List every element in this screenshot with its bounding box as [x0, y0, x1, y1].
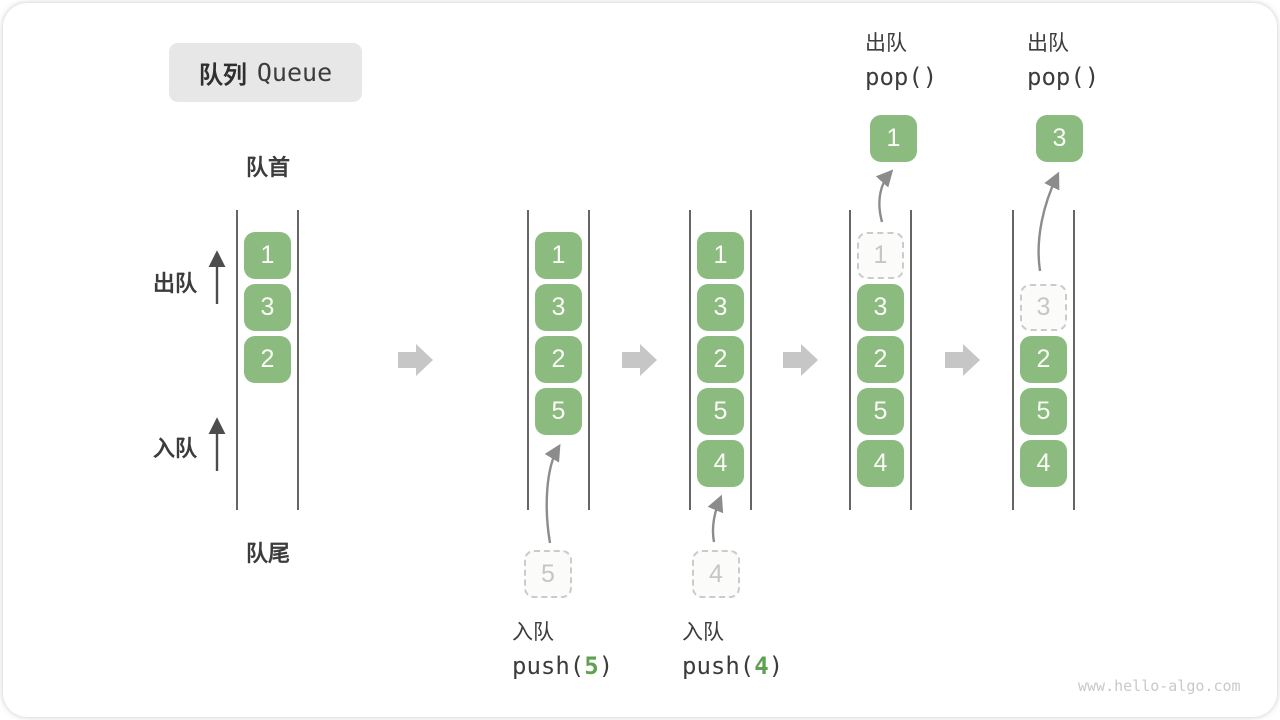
op-code: push(5) — [512, 652, 614, 680]
watermark: www.hello-algo.com — [1078, 677, 1241, 695]
queue-box: 4 — [1020, 440, 1067, 487]
label-enqueue: 入队 — [152, 436, 197, 461]
op-action: 入队 — [512, 621, 554, 644]
queue-box: 5 — [697, 388, 744, 435]
op-label-enqueue: 入队 push(5) — [512, 620, 613, 680]
flow-arrow-icons — [544, 169, 1060, 544]
pop-arrow-icon — [1037, 171, 1060, 272]
pop-arrow-icon — [875, 169, 894, 223]
queue-box: 2 — [697, 336, 744, 383]
push-arrow-icon — [707, 494, 724, 543]
push-arrow-icon — [544, 443, 561, 544]
op-arg: 5 — [584, 652, 599, 680]
title-en: Queue — [256, 58, 333, 87]
queue-box-dashed: 1 — [857, 232, 904, 279]
op-code: pop() — [1027, 63, 1100, 91]
queue-box: 1 — [244, 232, 291, 279]
pending-box: 4 — [692, 550, 740, 598]
queue-box: 5 — [1020, 388, 1067, 435]
label-queue-front: 队首 — [245, 155, 290, 180]
queue-box: 3 — [535, 284, 582, 331]
queue-wall-lines — [236, 210, 1075, 510]
popped-box: 3 — [1036, 115, 1083, 162]
op-code: pop() — [865, 63, 938, 91]
queue-box-dashed: 3 — [1020, 284, 1067, 331]
op-action: 出队 — [1027, 32, 1069, 55]
pending-box: 5 — [524, 550, 572, 598]
queue-box: 3 — [244, 284, 291, 331]
block-arrow-icon — [945, 344, 980, 376]
queue-box: 1 — [535, 232, 582, 279]
block-arrow-icon — [622, 344, 657, 376]
op-label-dequeue: 出队 pop() — [865, 31, 937, 91]
queue-box: 2 — [857, 336, 904, 383]
title-zh: 队列 — [198, 62, 247, 89]
op-label-enqueue: 入队 push(4) — [682, 620, 783, 680]
queue-box: 3 — [857, 284, 904, 331]
block-arrow-icon — [783, 344, 818, 376]
queue-box: 4 — [697, 440, 744, 487]
op-action: 出队 — [865, 32, 907, 55]
op-code: push(4) — [682, 652, 784, 680]
op-label-dequeue: 出队 pop() — [1027, 31, 1099, 91]
queue-box: 2 — [535, 336, 582, 383]
block-arrow-icons — [398, 344, 980, 376]
label-dequeue: 出队 — [152, 271, 197, 296]
queue-box: 1 — [697, 232, 744, 279]
title-badge: 队列 Queue — [169, 43, 362, 102]
queue-box: 5 — [535, 388, 582, 435]
queue-box: 2 — [1020, 336, 1067, 383]
queue-box: 2 — [244, 336, 291, 383]
queue-box: 5 — [857, 388, 904, 435]
label-queue-rear: 队尾 — [245, 541, 290, 566]
queue-box: 4 — [857, 440, 904, 487]
op-arg: 4 — [754, 652, 769, 680]
block-arrow-icon — [398, 344, 433, 376]
popped-box: 1 — [870, 115, 917, 162]
op-action: 入队 — [682, 621, 724, 644]
queue-box: 3 — [697, 284, 744, 331]
